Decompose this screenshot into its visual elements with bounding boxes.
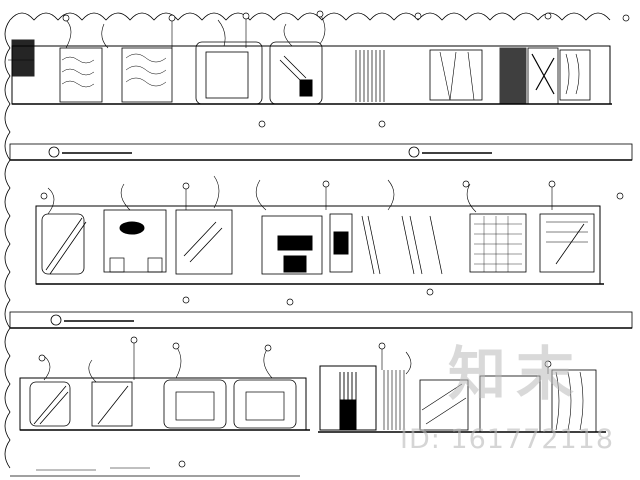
revision-cloud-border — [4, 12, 611, 469]
section-marker — [408, 146, 420, 158]
row-3-wall-band — [19, 377, 307, 431]
elevation-row-3 — [10, 336, 606, 477]
section-marker — [48, 146, 60, 158]
elevation-row-2 — [9, 175, 633, 329]
watermark-brand: 知末 — [448, 340, 585, 408]
elevation-row-1 — [8, 10, 633, 161]
watermark-id: ID: 161772118 — [400, 424, 615, 455]
section-marker — [50, 314, 62, 326]
